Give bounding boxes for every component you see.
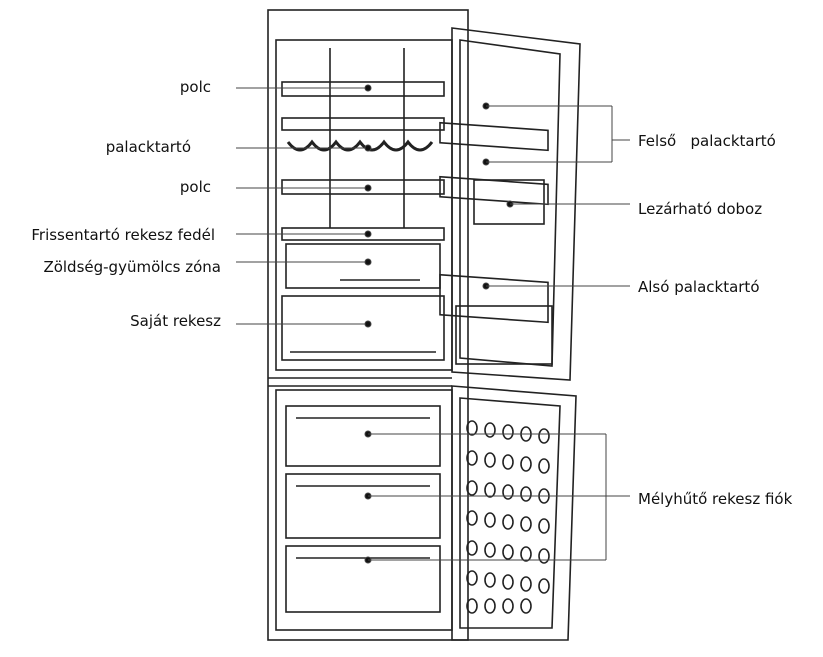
- label-lezarhato-doboz: Lezárható doboz: [638, 200, 763, 218]
- label-polc-mid: polc: [179, 178, 211, 196]
- own-drawer: [281, 295, 445, 361]
- leader-lines-right: [364, 102, 630, 564]
- shelf-mid: [281, 179, 445, 195]
- freezer-door-dimples: [466, 420, 550, 614]
- label-zoldseg: Zöldség-gyümölcs zóna: [43, 258, 221, 276]
- lock-box: [473, 179, 545, 225]
- freezer-door: [451, 385, 577, 641]
- label-felso-palacktarto: Felső palacktartó: [638, 132, 776, 150]
- bottle-rack-wave: [286, 139, 434, 152]
- fridge-compartment: [275, 39, 453, 371]
- label-also-palacktarto: Alsó palacktartó: [638, 278, 760, 296]
- label-melyhuto-fiok: Mélyhűtő rekesz fiók: [638, 490, 793, 508]
- door-bin-2: [439, 175, 549, 206]
- label-palacktarto: palacktartó: [105, 138, 191, 156]
- veg-drawer: [285, 243, 441, 289]
- door-bin-lower: [439, 273, 549, 324]
- freezer-drawer-2: [285, 473, 441, 539]
- label-sajat: Saját rekesz: [130, 312, 221, 330]
- door-bin-1: [439, 121, 549, 152]
- freezer-drawer-3: [285, 545, 441, 613]
- freezer-drawer-1: [285, 405, 441, 467]
- door-lower-panel: [455, 305, 553, 365]
- cabinet-body: [267, 9, 469, 641]
- bottle-rack: [281, 117, 445, 131]
- leader-lines-left: [236, 84, 372, 328]
- freezer-compartment: [275, 389, 453, 631]
- label-polc-top: polc: [179, 78, 211, 96]
- fridge-door: [451, 27, 581, 381]
- shelf-top: [281, 81, 445, 97]
- label-frissentarto: Frissentartó rekesz fedél: [31, 226, 215, 244]
